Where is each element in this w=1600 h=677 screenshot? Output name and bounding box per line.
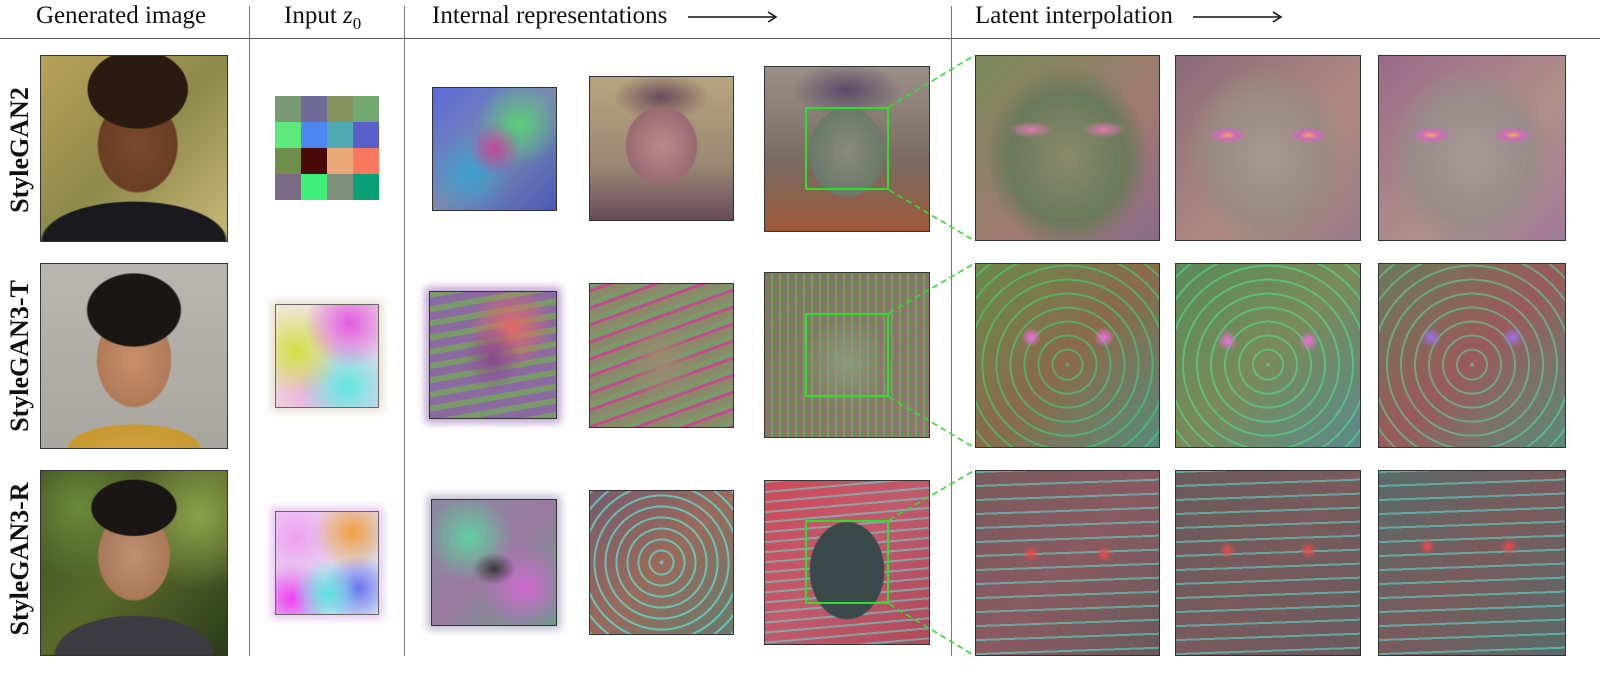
right-arrow-icon xyxy=(687,11,778,23)
generated-image-stylegan3-t xyxy=(40,263,228,449)
z0-grid-cell xyxy=(353,96,379,122)
z0-grid-cell xyxy=(275,96,301,122)
header-input-var: z xyxy=(343,2,353,29)
z0-grid-cell xyxy=(327,148,353,174)
z0-grid-cell xyxy=(327,174,353,200)
z0-grid-cell xyxy=(275,148,301,174)
right-arrow-icon xyxy=(1193,11,1283,23)
zoom-box-stylegan3-t xyxy=(805,313,889,397)
z0-grid-cell xyxy=(301,148,327,174)
latent-interp-3-stylegan2 xyxy=(1378,55,1566,241)
latent-interp-2-stylegan2 xyxy=(1175,55,1361,241)
header-divider xyxy=(0,38,1600,39)
z0-grid-cell xyxy=(353,122,379,148)
header-input-z0: Input z0 xyxy=(284,2,361,34)
header-internal-label: Internal representations xyxy=(432,2,668,29)
internal-rep-1-stylegan2 xyxy=(432,87,557,211)
generated-image-stylegan3-r xyxy=(40,470,228,656)
z0-grid-cell xyxy=(327,122,353,148)
z0-grid-cell xyxy=(353,148,379,174)
latent-interp-2-stylegan3-t xyxy=(1175,263,1361,448)
zoom-box-stylegan3-r xyxy=(805,520,889,604)
header-latent-label: Latent interpolation xyxy=(975,2,1173,29)
latent-interp-1-stylegan3-t xyxy=(975,263,1160,448)
header-input-prefix: Input xyxy=(284,2,344,29)
z0-grid-cell xyxy=(327,96,353,122)
zoom-box-stylegan2 xyxy=(805,107,889,190)
latent-interp-3-stylegan3-t xyxy=(1378,263,1566,448)
internal-rep-2-stylegan3-r xyxy=(589,490,734,635)
internal-rep-1-stylegan3-r xyxy=(431,499,557,626)
header-internal-representations: Internal representations xyxy=(432,2,780,30)
z0-grid-stylegan2 xyxy=(275,96,379,200)
internal-rep-1-stylegan3-t xyxy=(429,291,557,419)
internal-rep-2-stylegan2 xyxy=(589,76,734,221)
latent-interp-2-stylegan3-r xyxy=(1175,470,1361,656)
row-label-stylegan3-r: StyleGAN3-R xyxy=(5,482,34,636)
column-divider xyxy=(404,6,405,656)
latent-interp-1-stylegan2 xyxy=(975,55,1160,241)
column-divider xyxy=(249,6,250,656)
generated-image-stylegan2 xyxy=(40,55,228,242)
z0-grid-cell xyxy=(275,122,301,148)
header-latent-interpolation: Latent interpolation xyxy=(975,2,1285,30)
z0-grid-cell xyxy=(275,174,301,200)
column-divider xyxy=(951,6,952,656)
z0-blur-stylegan3-r xyxy=(275,511,379,615)
z0-grid-cell xyxy=(301,96,327,122)
row-label-stylegan3-t: StyleGAN3-T xyxy=(5,280,34,432)
row-label-stylegan2: StyleGAN2 xyxy=(5,87,34,213)
header-generated-image: Generated image xyxy=(36,2,207,29)
z0-grid-cell xyxy=(301,174,327,200)
latent-interp-1-stylegan3-r xyxy=(975,470,1160,656)
z0-grid-cell xyxy=(353,174,379,200)
header-input-sub: 0 xyxy=(352,14,362,33)
z0-grid-cell xyxy=(301,122,327,148)
latent-interp-3-stylegan3-r xyxy=(1378,470,1566,656)
z0-blur-stylegan3-t xyxy=(275,304,379,408)
internal-rep-2-stylegan3-t xyxy=(589,283,734,428)
